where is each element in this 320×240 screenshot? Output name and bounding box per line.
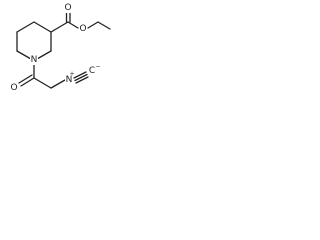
isocyanide-carbon-charge: − — [95, 64, 100, 71]
bond-amide-c-o-double-2 — [18, 74, 33, 84]
bond-ch2-n-isocyanide — [50, 79, 66, 89]
piperidine-ring — [16, 21, 52, 60]
ethyl-ester-group — [50, 11, 111, 33]
bond-ester-c-o-single — [67, 21, 79, 29]
structure-diagram: O O N O N + C − — [10, 3, 111, 93]
isocyanide-nitrogen-label: N — [66, 75, 73, 85]
ring-bond-n-c6 — [16, 50, 32, 60]
bond-ring-carbonyl-carbon — [50, 21, 69, 33]
atom-labels: O O N O N + C − — [10, 3, 101, 93]
bond-isocyanide-triple-1 — [73, 71, 87, 79]
amide-oxygen-label: O — [10, 83, 17, 93]
isocyanoacetyl-group — [18, 64, 89, 89]
isocyanide-carbon-label: C — [89, 66, 95, 76]
bond-amide-c-ch2 — [33, 77, 52, 89]
ring-bond-c3-c4 — [33, 21, 52, 33]
ring-bond-c2-c3 — [16, 21, 35, 33]
bond-isocyanide-triple-3 — [75, 76, 89, 84]
isocyanide-nitrogen-charge: + — [69, 71, 74, 78]
ring-nitrogen-label: N — [31, 55, 38, 65]
bond-ester-o-ch2 — [87, 21, 99, 29]
ester-carbonyl-oxygen-label: O — [64, 3, 71, 13]
bond-ethyl-ch2-ch3 — [97, 21, 111, 30]
ring-bond-c5-n — [36, 50, 52, 60]
ester-ether-oxygen-label: O — [79, 24, 86, 34]
bond-amide-c-o-double-1 — [20, 77, 35, 87]
bond-isocyanide-triple-2 — [74, 73, 88, 82]
